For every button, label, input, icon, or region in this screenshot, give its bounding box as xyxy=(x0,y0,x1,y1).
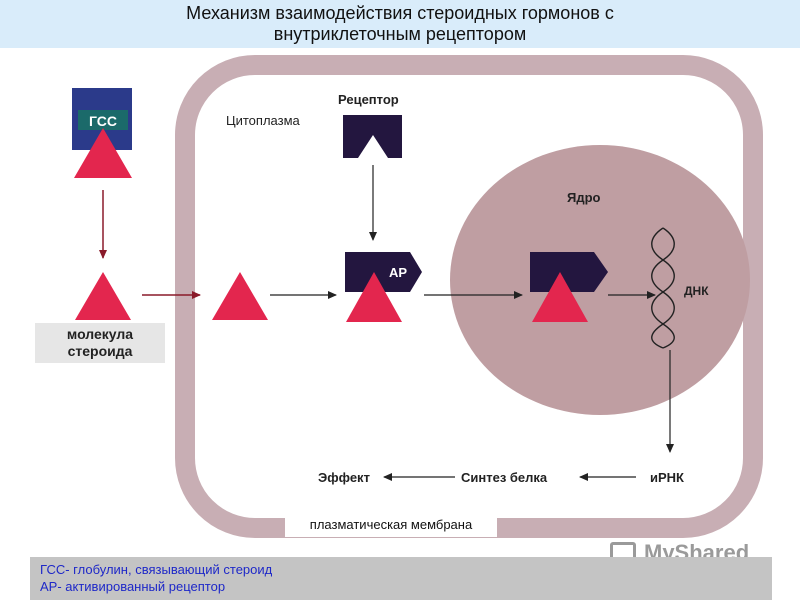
title-bar: Механизм взаимодействия стероидных гормо… xyxy=(0,0,800,48)
ar-label: АР xyxy=(389,265,407,280)
steroid-molecule-label: молекула стероида xyxy=(35,323,165,363)
receptor-shape xyxy=(343,115,402,158)
legend-line-1: ГСС- глобулин, связывающий стероид xyxy=(40,562,273,577)
nuclear-receptor-shape xyxy=(530,252,608,292)
legend-line-2: АР- активированный рецептор xyxy=(40,579,226,594)
dna-label: ДНК xyxy=(684,284,709,298)
nucleus-label: Ядро xyxy=(567,190,601,205)
steroid-triangle-free xyxy=(75,272,131,320)
title-line-2: внутриклеточным рецептором xyxy=(273,24,527,44)
gss-label-bg xyxy=(78,110,128,130)
steroid-triangle-nucleus xyxy=(532,272,588,322)
steroid-molecule-line-1: молекула xyxy=(66,326,134,342)
steroid-triangle-cytoplasm xyxy=(212,272,268,320)
title-line-1: Механизм взаимодействия стероидных гормо… xyxy=(186,3,614,23)
steroid-triangle-ar xyxy=(346,272,402,322)
plasma-membrane-label: плазматическая мембрана xyxy=(285,515,497,537)
steroid-mechanism-diagram: ГСС Цитоплазма Рецептор АР Ядро ДНК иРНК… xyxy=(72,55,763,538)
mrna-label: иРНК xyxy=(650,470,684,485)
gss-label: ГСС xyxy=(89,113,117,129)
cytoplasm-label: Цитоплазма xyxy=(226,113,301,128)
effect-label: Эффект xyxy=(318,470,370,485)
receptor-label: Рецептор xyxy=(338,92,399,107)
steroid-molecule-line-2: стероида xyxy=(67,343,133,359)
dna-helix xyxy=(651,227,675,349)
protein-synthesis-label: Синтез белка xyxy=(461,470,548,485)
legend: ГСС- глобулин, связывающий стероид АР- а… xyxy=(30,557,772,600)
steroid-triangle-bound xyxy=(74,128,132,178)
activated-receptor-shape xyxy=(345,252,422,292)
